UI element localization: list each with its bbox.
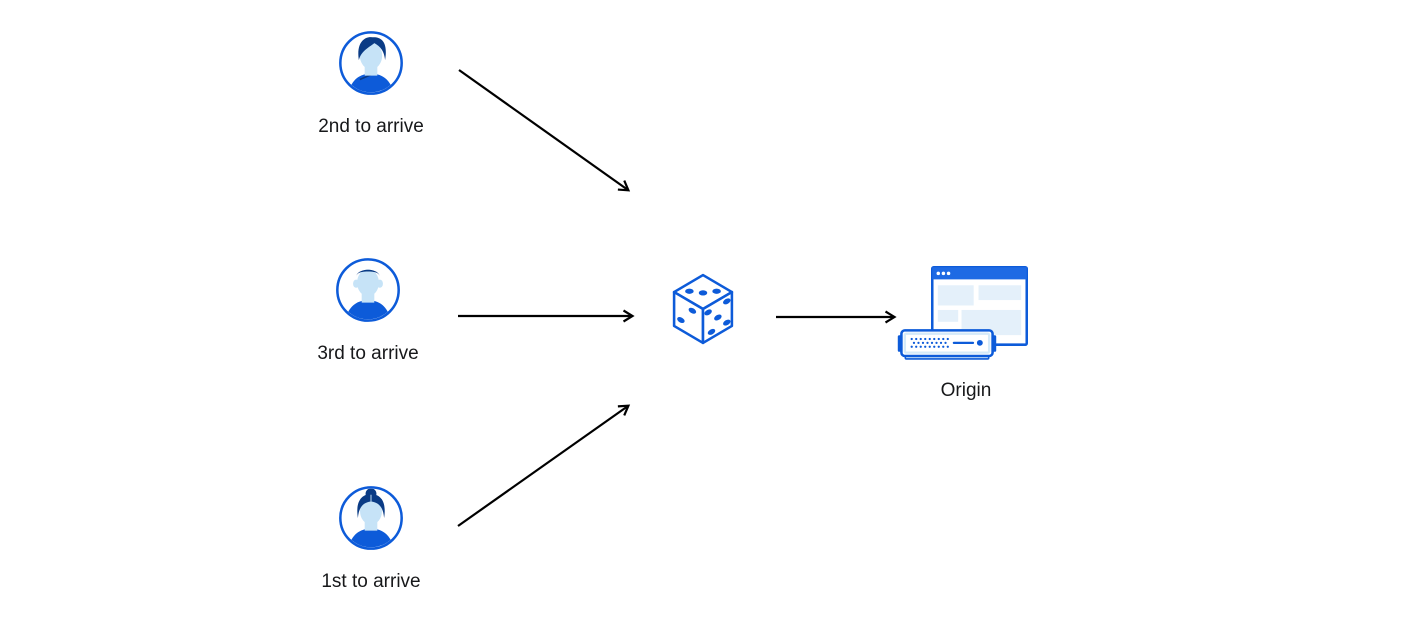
server-indicator-dot (976, 339, 983, 346)
user-2nd-to-arrive: 2nd to arrive (286, 30, 456, 138)
browser-titlebar (932, 267, 1027, 280)
arrow-user1-to-dice (457, 404, 631, 527)
user-label: 1st to arrive (321, 571, 421, 592)
avatar-face (360, 497, 382, 525)
dice-right-face-pips (704, 298, 731, 335)
user-avatar-man-2-icon (336, 258, 400, 322)
browser-titlebar-dots (936, 271, 951, 276)
dice-top-face-pips (685, 288, 721, 296)
user-3rd-to-arrive: 3rd to arrive (283, 257, 453, 365)
origin-label: Origin (940, 380, 992, 401)
server-inner-band (903, 332, 991, 354)
browser-content-panels (937, 285, 1022, 336)
user-label: 2nd to arrive (318, 116, 424, 137)
dice-icon (672, 273, 734, 345)
user-label: 3rd to arrive (317, 343, 419, 364)
server-icon (897, 329, 997, 360)
user-avatar-woman-icon (339, 486, 403, 550)
dice-left-face-pips (677, 307, 697, 324)
user-1st-to-arrive: 1st to arrive (286, 485, 456, 593)
server-dot-matrix (910, 337, 949, 348)
browser-window-icon (931, 266, 1028, 346)
user-avatar-man-icon (339, 31, 403, 95)
avatar-hair (357, 494, 385, 518)
server-body (900, 329, 994, 358)
avatar-hair (356, 269, 380, 278)
avatar-face (357, 269, 379, 297)
arrow-user2-to-dice (458, 69, 631, 192)
avatar-hair (358, 37, 386, 61)
